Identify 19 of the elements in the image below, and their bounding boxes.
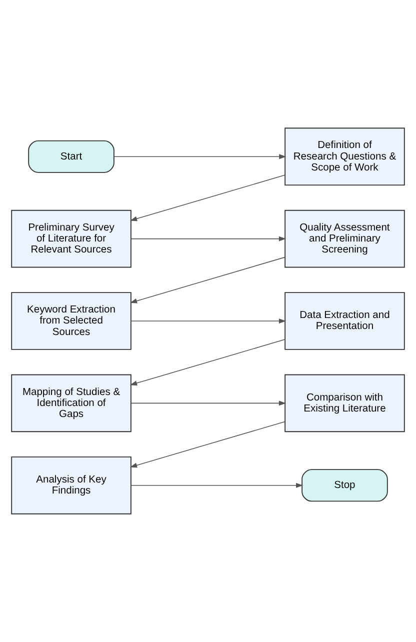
node-box: Preliminary Survey of Literature for Relevant Sources — [11, 210, 132, 268]
node-box: Data Extraction and Presentation — [284, 292, 405, 350]
node-box: Keyword Extraction from Selected Sources — [11, 292, 132, 350]
arrow — [130, 339, 286, 386]
node-box: Comparison with Existing Literature — [284, 374, 405, 432]
node-box: Analysis of Key Findings — [11, 456, 132, 514]
node-box: Start — [28, 140, 114, 173]
arrow — [130, 400, 286, 406]
arrow — [114, 154, 286, 160]
arrow — [130, 318, 286, 324]
arrow — [130, 236, 286, 242]
node-box: Stop — [302, 469, 388, 502]
arrow — [130, 256, 286, 304]
node-box: Quality Assessment and Preliminary Screening — [284, 210, 405, 268]
arrow — [130, 421, 286, 468]
arrow — [130, 174, 286, 222]
arrow — [130, 482, 304, 488]
node-box: Mapping of Studies & Identification of Gaps — [11, 374, 132, 432]
node-box: Definition of Research Questions & Scope of Work — [284, 128, 405, 186]
